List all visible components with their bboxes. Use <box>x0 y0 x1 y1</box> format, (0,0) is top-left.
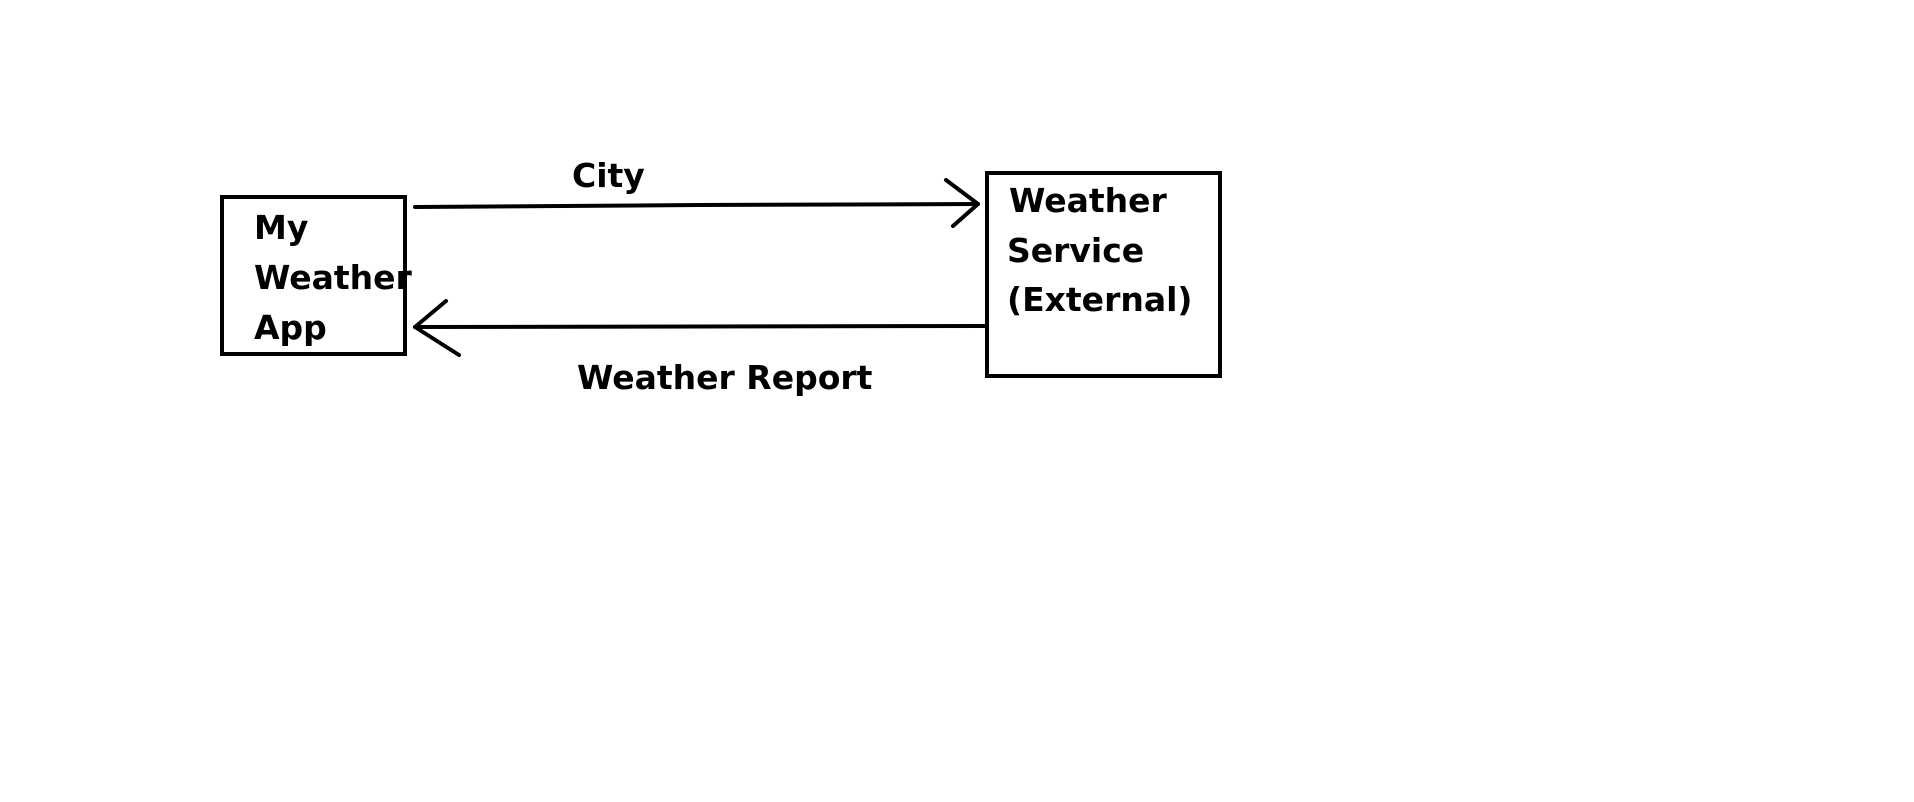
edge-request-arrowhead <box>944 178 980 228</box>
edge-request-line <box>413 202 980 209</box>
node-weather-service-line-1: Weather <box>1009 181 1168 220</box>
node-weather-service-box <box>985 171 1222 378</box>
node-weather-service-line-3: (External) <box>1007 280 1193 319</box>
edge-request: City <box>413 156 980 228</box>
node-my-weather-app-line-3: App <box>254 308 327 347</box>
node-my-weather-app-box <box>220 195 407 356</box>
edge-response: Weather Report <box>413 299 987 397</box>
edge-response-label: Weather Report <box>577 358 873 397</box>
node-my-weather-app-line-1: My <box>254 208 308 247</box>
edge-response-line <box>413 324 987 329</box>
node-my-weather-app: My Weather App <box>220 195 423 356</box>
edge-request-label: City <box>572 156 645 195</box>
node-weather-service: Weather Service (External) <box>985 171 1222 378</box>
node-weather-service-line-2: Service <box>1007 231 1144 270</box>
edge-response-arrowhead <box>413 299 461 357</box>
node-my-weather-app-label: My Weather App <box>254 208 423 347</box>
node-my-weather-app-line-2: Weather <box>254 258 413 297</box>
node-weather-service-label: Weather Service (External) <box>1007 181 1193 319</box>
